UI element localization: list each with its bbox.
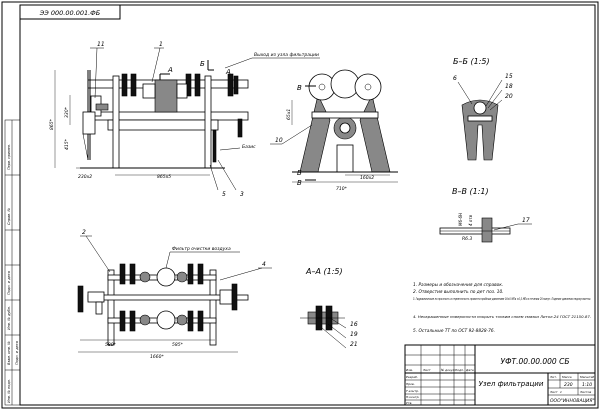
tb-col-doc: № докум. (440, 368, 456, 372)
side-view: В В Б 10 710* 160х2 65х1 (270, 69, 398, 192)
drawing-name: Узел фильтрации (479, 380, 544, 388)
tb-sheets-label: Листов (579, 390, 591, 394)
dim-front-left: 230х2 (78, 174, 92, 180)
callout-19: 19 (350, 331, 358, 338)
dim-plan-total: 1660* (150, 354, 164, 360)
callout-11: 11 (97, 41, 105, 48)
dim-vv-roughness: R6.3 (462, 236, 472, 242)
dim-vv-holes: 4 отв (468, 214, 473, 226)
dim-front-height: 865* (49, 118, 55, 130)
strip-ref-no: Справ. № (7, 208, 11, 225)
callout-6: 6 (453, 75, 457, 82)
tb-sheet-label: Лист (549, 390, 558, 394)
dim-side-width: 710* (336, 186, 348, 192)
dim-side-height: 65х1 (286, 109, 292, 120)
callout-2: 2 (82, 229, 86, 236)
tb-row-nkontr: Н.контр. (406, 395, 419, 399)
callout-15: 15 (505, 73, 513, 80)
callout-1: 1 (159, 41, 163, 48)
dim-plan-left: 580* (105, 342, 117, 348)
note-3: 3. Гидравлические на прочность и гермети… (413, 297, 591, 301)
tb-organization: ООО"ИННОВАЦИЯ" (550, 398, 595, 404)
tb-col-date: Дата (465, 368, 474, 372)
tb-row-izm: Изм. (406, 368, 413, 372)
filter-label: Фильтр очистки воздуха (172, 246, 231, 252)
title-block: Изм. Разраб. Пров. Т.контр. Н.контр. Утв… (404, 344, 596, 406)
note-5: 5. Остальные ТТ по ОСТ 92-8828-76. (413, 328, 495, 334)
tb-mass: 230 (564, 382, 573, 388)
tb-col-sheet: Лист (422, 368, 431, 372)
dim-front-height-a: 330* (64, 106, 70, 118)
dim-front-height-b: 415* (64, 138, 70, 150)
outlet-label: Выход из узла фильтрации (254, 52, 319, 58)
left-side-strip: Перв. примен. Справ. № Подп. и дата Инв.… (4, 119, 21, 406)
section-aa: А–А (1:5) 16 19 21 (300, 267, 358, 349)
strip-sign-date-1: Подп. и дата (7, 271, 11, 295)
callout-3: 3 (240, 191, 244, 198)
strip-orig-inv: Инв. № подл. (7, 379, 11, 403)
callout-20: 20 (505, 93, 513, 100)
section-aa-title: А–А (1:5) (305, 267, 343, 276)
plan-view: 2 4 Фильтр очистки воздуха 580* 585* 166… (77, 229, 272, 360)
callout-21: 21 (350, 341, 358, 348)
mark-b-1: Б (200, 60, 205, 68)
front-view: А Б А Выход из узла фильтрации Базис 11 … (49, 41, 320, 198)
callout-4: 4 (262, 261, 266, 268)
dim-vv-thread: М6-6Н (458, 213, 463, 226)
mark-a-2: А (225, 68, 231, 76)
tb-mass-label: Масса (562, 375, 572, 379)
strip-replace-inv: Взам. инв. № (7, 341, 11, 365)
section-bb: Б–Б (1:5) 6 15 18 20 (453, 57, 513, 161)
note-1: 1. Размеры и обозначения для справок. (413, 282, 503, 288)
top-code: ЭЭ 000.00.001.ФБ (39, 9, 101, 17)
callout-16: 16 (350, 321, 358, 328)
dim-front-middle: 865х5 (157, 174, 171, 180)
base-label: Базис (242, 144, 256, 150)
tb-stage-label: Лит. (549, 375, 557, 379)
dim-side-half: 160х2 (360, 175, 374, 181)
designation: УФТ.00.00.000 СБ (501, 357, 570, 366)
callout-18: 18 (505, 83, 513, 90)
callout-17: 17 (522, 217, 530, 224)
mark-a-1: А (167, 66, 173, 74)
callout-5: 5 (222, 191, 226, 198)
note-2: 2. Отверстия выполнить по дет поз. 10. (413, 289, 504, 295)
section-bb-title: Б–Б (1:5) (453, 57, 490, 66)
note-4: 4. Неокрашенные поверхности покрыть тонк… (413, 315, 591, 319)
top-code-box: ЭЭ 000.00.001.ФБ (19, 4, 121, 20)
strip-first-use: Перв. примен. (7, 144, 11, 170)
section-vv: В–В (1:1) R6.3 4 отв М6-6Н 17 (439, 187, 532, 243)
tb-row-prov: Пров. (406, 382, 415, 386)
tb-row-utv: Утв. (406, 401, 412, 405)
tb-scale-label: Масштаб (580, 375, 594, 379)
section-vv-title: В–В (1:1) (452, 187, 489, 196)
dim-plan-right: 585* (172, 342, 184, 348)
mark-v-1: В (297, 84, 302, 92)
callout-10: 10 (275, 137, 283, 144)
tb-scale: 1:10 (582, 382, 592, 388)
technical-notes: 1. Размеры и обозначения для справок. 2.… (413, 282, 591, 334)
tb-row-razrab: Разраб. (406, 375, 418, 379)
mark-v-2: В (297, 179, 302, 187)
strip-dup-inv: Инв. № дубл. (7, 306, 11, 330)
tb-sheet-value: 1 (560, 390, 562, 394)
mark-b-2: Б (297, 169, 302, 177)
tb-row-tkontr: Т.контр. (406, 389, 419, 393)
tb-col-sign: Подп. (455, 368, 464, 372)
strip-sign-date-2: Подп. и дата (15, 341, 19, 365)
